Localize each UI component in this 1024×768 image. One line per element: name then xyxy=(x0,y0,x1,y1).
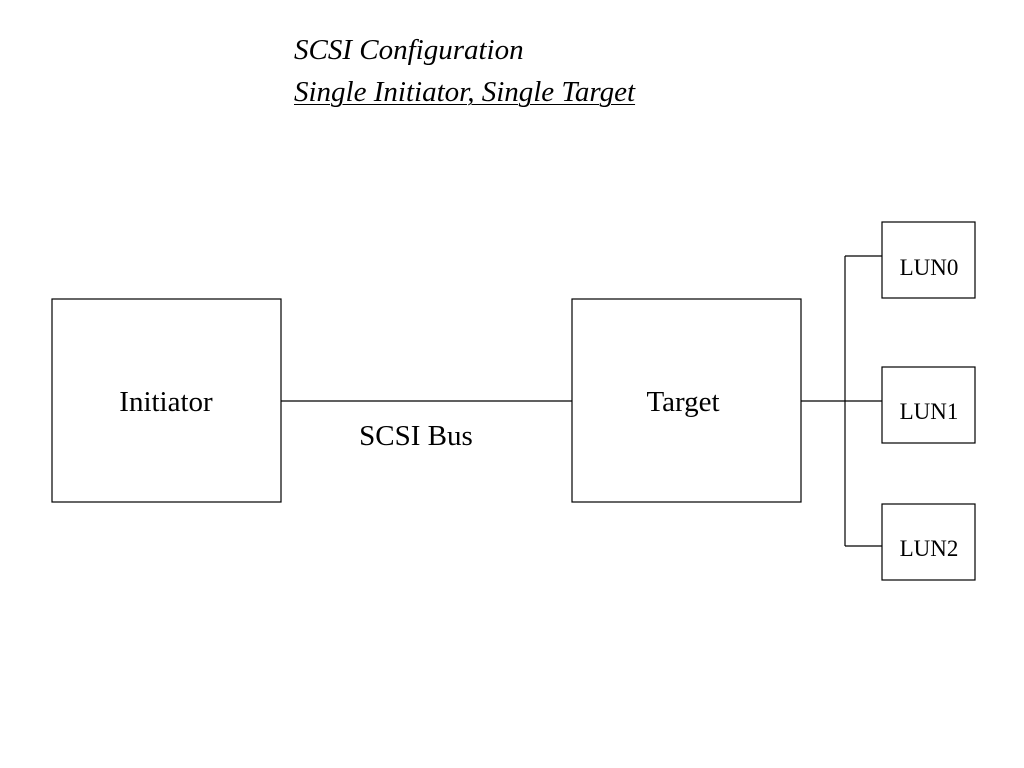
lun0-box xyxy=(881,221,976,299)
lun-connectors xyxy=(801,255,882,547)
lun1-node: LUN1 xyxy=(881,366,976,444)
scsi-bus: SCSI Bus xyxy=(281,400,572,452)
diagram-subtitle: Single Initiator, Single Target xyxy=(294,76,636,108)
diagram-title: SCSI Configuration xyxy=(294,34,524,66)
lun0-label: LUN0 xyxy=(900,255,959,280)
initiator-label: Initiator xyxy=(119,386,213,418)
lun2-label: LUN2 xyxy=(900,536,959,561)
target-label: Target xyxy=(646,386,719,418)
scsi-bus-label: SCSI Bus xyxy=(359,420,473,452)
initiator-node: Initiator xyxy=(51,298,282,503)
lun1-label: LUN1 xyxy=(900,399,959,424)
lun2-box xyxy=(881,503,976,581)
lun0-node: LUN0 xyxy=(881,221,976,299)
lun1-box xyxy=(881,366,976,444)
target-node: Target xyxy=(571,298,802,503)
lun2-node: LUN2 xyxy=(881,503,976,581)
